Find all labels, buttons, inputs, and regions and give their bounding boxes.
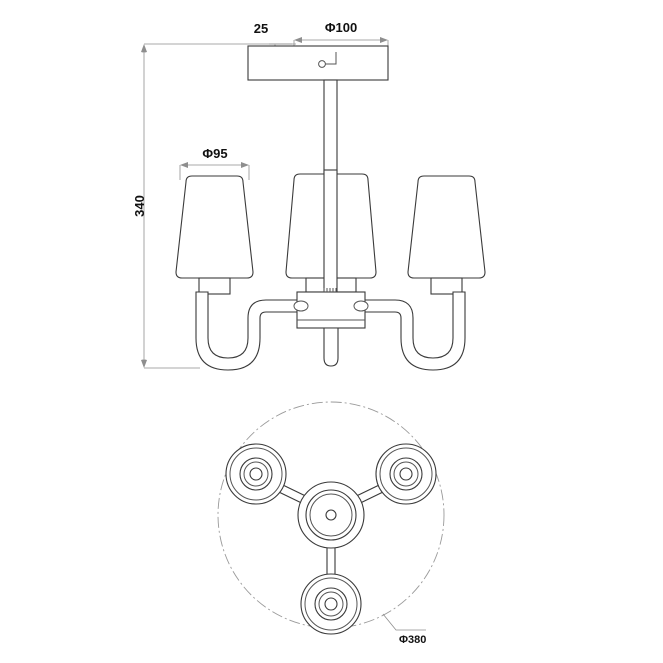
dim-overall-diameter: Φ380 — [382, 613, 426, 646]
center-hub — [293, 288, 369, 329]
center-hub-plan — [297, 481, 365, 549]
shade-plan-1 — [225, 443, 287, 505]
shade-plan-3 — [300, 573, 362, 635]
dim-canopy-diameter: Φ100 — [293, 20, 389, 48]
center-shade — [285, 169, 377, 295]
dim-label-shade-diameter: Φ95 — [202, 146, 227, 161]
canopy-hook-icon — [318, 52, 337, 68]
shade-plan-2 — [375, 443, 437, 505]
ceiling-canopy — [247, 45, 389, 81]
dim-overall-height: 340 — [132, 43, 292, 369]
dim-label-canopy-height: 25 — [254, 21, 268, 36]
dim-label-overall-diameter: Φ380 — [399, 634, 426, 646]
left-shade — [175, 175, 254, 295]
dim-shade-diameter: Φ95 — [179, 146, 250, 180]
right-arm — [360, 291, 466, 371]
dim-label-canopy-diameter: Φ100 — [325, 20, 357, 35]
dim-label-overall-height: 340 — [132, 195, 147, 217]
right-shade — [407, 175, 486, 295]
bottom-finial — [323, 327, 339, 367]
left-arm — [195, 291, 301, 371]
hub-knurl-detail — [323, 288, 337, 292]
